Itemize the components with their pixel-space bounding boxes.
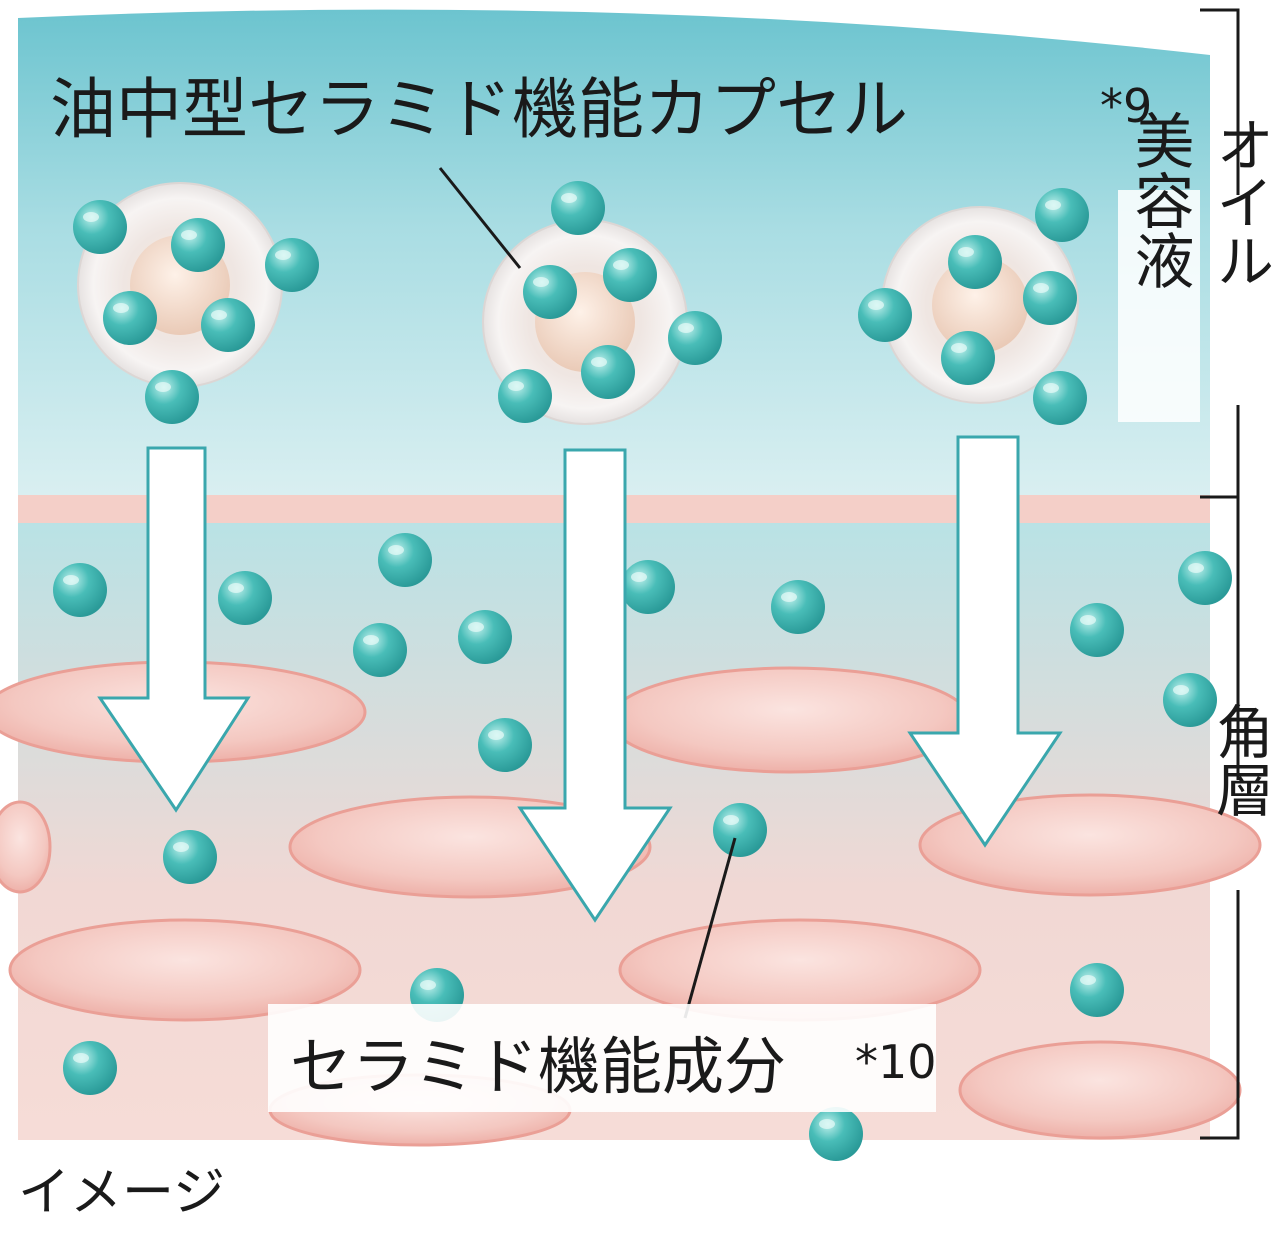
ceramide-sphere bbox=[551, 181, 605, 235]
ceramide-sphere bbox=[581, 345, 635, 399]
ceramide-sphere bbox=[478, 718, 532, 772]
ceramide-label: セラミド機能成分 bbox=[290, 1030, 786, 1103]
ceramide-sphere bbox=[1035, 188, 1089, 242]
arrow-down-icon bbox=[97, 446, 251, 813]
capsule-title-note: *9 bbox=[1100, 79, 1152, 133]
arrow-down-icon bbox=[907, 435, 1063, 848]
ceramide-sphere bbox=[201, 298, 255, 352]
ceramide-sphere bbox=[603, 248, 657, 302]
ceramide-sphere bbox=[53, 563, 107, 617]
ceramide-sphere bbox=[145, 370, 199, 424]
ceramide-sphere bbox=[73, 200, 127, 254]
ceramide-sphere bbox=[378, 533, 432, 587]
ceramide-sphere bbox=[621, 560, 675, 614]
ceramide-label-note: *10 bbox=[855, 1035, 937, 1089]
ceramide-sphere bbox=[1070, 603, 1124, 657]
ceramide-sphere bbox=[1178, 551, 1232, 605]
cell bbox=[8, 918, 362, 1022]
ceramide-sphere bbox=[1023, 271, 1077, 325]
cell bbox=[918, 793, 1262, 897]
cell bbox=[608, 666, 972, 774]
serum-label-box bbox=[1118, 190, 1200, 422]
image-caption: イメージ bbox=[18, 1163, 225, 1223]
ceramide-sphere bbox=[63, 1041, 117, 1095]
ceramide-sphere bbox=[809, 1107, 863, 1161]
ceramide-sphere bbox=[498, 369, 552, 423]
layer-bracket bbox=[1200, 8, 1240, 1140]
oil-label: オイル bbox=[1206, 115, 1274, 289]
ceramide-sphere bbox=[265, 238, 319, 292]
ceramide-sphere bbox=[1033, 371, 1087, 425]
oil-serum-label: 美容液 bbox=[1124, 110, 1194, 290]
ceramide-sphere bbox=[948, 235, 1002, 289]
arrow-down-icon bbox=[517, 448, 673, 923]
ceramide-sphere bbox=[103, 291, 157, 345]
ceramide-sphere bbox=[218, 571, 272, 625]
capsule-title: 油中型セラミド機能カプセル bbox=[50, 71, 908, 148]
ceramide-sphere bbox=[353, 623, 407, 677]
penetration-arrows bbox=[97, 435, 1063, 923]
ceramide-sphere bbox=[668, 311, 722, 365]
cell bbox=[0, 800, 52, 894]
ceramide-sphere bbox=[171, 218, 225, 272]
ceramide-sphere bbox=[941, 331, 995, 385]
ceramide-sphere bbox=[858, 288, 912, 342]
ceramide-sphere bbox=[713, 803, 767, 857]
ceramide-sphere bbox=[523, 265, 577, 319]
cell bbox=[958, 1040, 1242, 1140]
ceramide-sphere bbox=[771, 580, 825, 634]
ceramide-leader-line bbox=[683, 837, 737, 1019]
ceramide-sphere bbox=[1070, 963, 1124, 1017]
title-leader-line bbox=[438, 167, 522, 269]
stratum-label: 角層 bbox=[1206, 702, 1274, 818]
ceramide-label-box bbox=[268, 1004, 936, 1112]
ceramide-sphere bbox=[163, 830, 217, 884]
ceramide-sphere bbox=[458, 610, 512, 664]
